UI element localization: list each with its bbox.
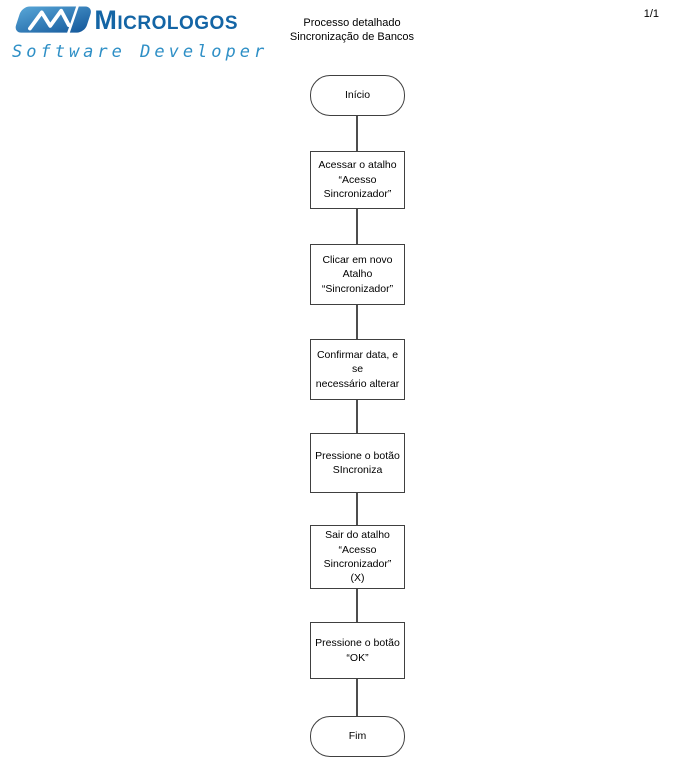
- flow-node-label: Pressione o botão SIncroniza: [315, 449, 400, 476]
- micrologos-logo-icon: [15, 4, 91, 35]
- micrologos-logo: Micrologos Software Developer: [8, 2, 269, 64]
- logo-subtitle: Software Developer: [12, 42, 269, 62]
- document-title-line2: Sincronização de Bancos: [289, 31, 415, 43]
- flow-connector: [356, 208, 358, 245]
- flow-node-label: Clicar em novo Atalho “Sincronizador”: [321, 253, 394, 295]
- flow-node-pressione-sincroniza: Pressione o botão SIncroniza: [310, 433, 405, 493]
- flow-node-label: Sair do atalho “Acesso Sincronizador” (X…: [323, 529, 392, 585]
- page-number: 1/1: [643, 8, 659, 20]
- flow-node-label: Início: [344, 89, 371, 102]
- logo-wordmark: Micrologos: [94, 4, 238, 35]
- flow-connector: [356, 399, 358, 434]
- flow-node-inicio: Início: [310, 75, 405, 116]
- flow-node-pressione-ok: Pressione o botão “OK”: [310, 622, 405, 679]
- flow-node-acessar-atalho: Acessar o atalho “Acesso Sincronizador”: [310, 151, 405, 209]
- flow-connector: [356, 304, 358, 340]
- flow-node-label: Pressione o botão “OK”: [315, 637, 400, 664]
- flow-node-label: Fim: [348, 730, 367, 743]
- flow-node-confirmar-data: Confirmar data, e se necessário alterar: [310, 339, 405, 400]
- document-title: Processo detalhado Sincronização de Banc…: [252, 16, 452, 44]
- document-title-line1: Processo detalhado: [303, 17, 401, 29]
- flow-node-label: Confirmar data, e se necessário alterar: [315, 348, 400, 390]
- flow-node-clicar-novo-atalho: Clicar em novo Atalho “Sincronizador”: [310, 244, 405, 305]
- flow-connector: [356, 678, 358, 717]
- flow-connector: [356, 115, 358, 152]
- flow-node-sair-atalho: Sair do atalho “Acesso Sincronizador” (X…: [310, 525, 405, 589]
- flow-node-fim: Fim: [310, 716, 405, 757]
- flow-connector: [356, 492, 358, 526]
- flow-connector: [356, 588, 358, 623]
- flow-node-label: Acessar o atalho “Acesso Sincronizador”: [318, 159, 397, 201]
